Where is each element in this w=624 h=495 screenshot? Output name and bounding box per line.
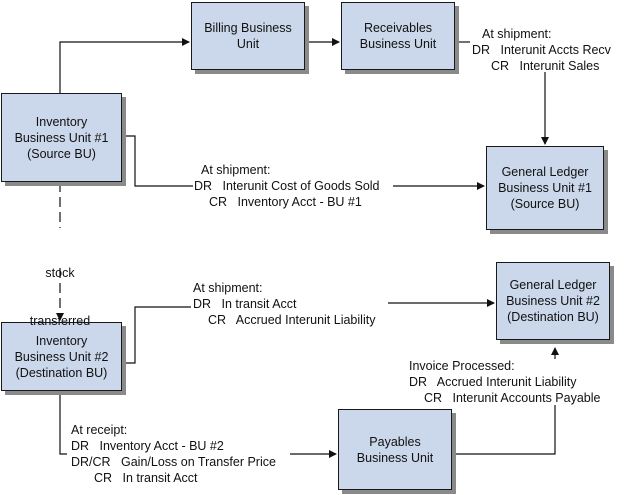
receivables-box-line-2: Business Unit (359, 37, 437, 51)
payables-box-line-2: Business Unit (356, 450, 434, 465)
connector-inv1-to-billing (59, 38, 190, 93)
receivables-shipment-dr: DR Interunit Accts Recv (472, 43, 611, 57)
inv1-box-line-1: Inventory (35, 114, 88, 129)
general-ledger-business-unit-1-box: General Ledger Business Unit #1 (Source … (486, 146, 604, 230)
billing-box-line-2: Unit (236, 37, 260, 51)
receipt-dr: DR Inventory Acct - BU #2 (71, 439, 224, 453)
inv2-shipment-title: At shipment: (193, 281, 263, 295)
payables-business-unit-box: Payables Business Unit (338, 409, 452, 490)
inv2-box-line-3: (Destination BU) (15, 365, 108, 380)
receivables-shipment-cr: CR Interunit Sales (491, 59, 600, 73)
invoice-processed-dr: DR Accrued Interunit Liability (409, 375, 577, 389)
invoice-processed-cr: CR Interunit Accounts Payable (424, 391, 601, 405)
inv1-shipment-title: At shipment: (201, 163, 271, 177)
inv2-box-line-1: Inventory (35, 333, 88, 348)
gl2-box-line-2: Business Unit #2 (506, 294, 600, 308)
receipt-title: At receipt: (71, 423, 128, 437)
receivables-business-unit-box: Receivables Business Unit (341, 2, 455, 70)
billing-business-unit-box: Billing Business Unit (191, 2, 305, 70)
receivables-shipment-title: At shipment: (482, 27, 552, 41)
inv1-box-line-2: Business Unit #1 (14, 130, 109, 145)
connector-inv2-to-gl2 (122, 306, 191, 364)
gl2-box-line-3: (Destination BU) (507, 310, 599, 324)
gl1-box-line-1: General Ledger (501, 165, 589, 179)
inv1-shipment-dr: DR Interunit Cost of Goods Sold (194, 179, 380, 193)
connector-inv2-to-payables (59, 391, 67, 455)
stock-transferred-label: stock transferred (20, 233, 100, 361)
inv2-box-line-2: Business Unit #2 (14, 349, 109, 364)
general-ledger-business-unit-2-box: General Ledger Business Unit #2 (Destina… (496, 262, 610, 340)
receipt-drcr: DR/CR Gain/Loss on Transfer Price (71, 455, 276, 469)
gl1-box-line-2: Business Unit #1 (498, 181, 592, 195)
connector-inv1-to-gl1 (122, 135, 193, 187)
invoice-processed-title: Invoice Processed: (409, 359, 515, 373)
gl1-box-line-3: (Source BU) (510, 197, 580, 211)
inventory-business-unit-1-box: Inventory Business Unit #1 (Source BU) (1, 93, 122, 182)
connector-payables-to-gl2 (452, 405, 556, 455)
gl2-box-line-1: General Ledger (509, 278, 597, 292)
receipt-cr: CR In transit Acct (94, 471, 198, 485)
inv1-shipment-cr: CR Inventory Acct - BU #1 (209, 195, 362, 209)
billing-box-line-1: Billing Business (204, 21, 292, 35)
payables-box-line-1: Payables (369, 434, 421, 449)
receivables-box-line-1: Receivables (363, 21, 433, 35)
inv1-box-line-3: (Source BU) (27, 146, 96, 161)
inventory-business-unit-2-box: Inventory Business Unit #2 (Destination … (1, 322, 122, 391)
inv2-shipment-cr: CR Accrued Interunit Liability (208, 313, 376, 327)
inv2-shipment-dr: DR In transit Acct (193, 297, 297, 311)
stock-transferred-line-2: transferred (29, 314, 91, 328)
stock-transferred-line-1: stock (45, 266, 75, 280)
